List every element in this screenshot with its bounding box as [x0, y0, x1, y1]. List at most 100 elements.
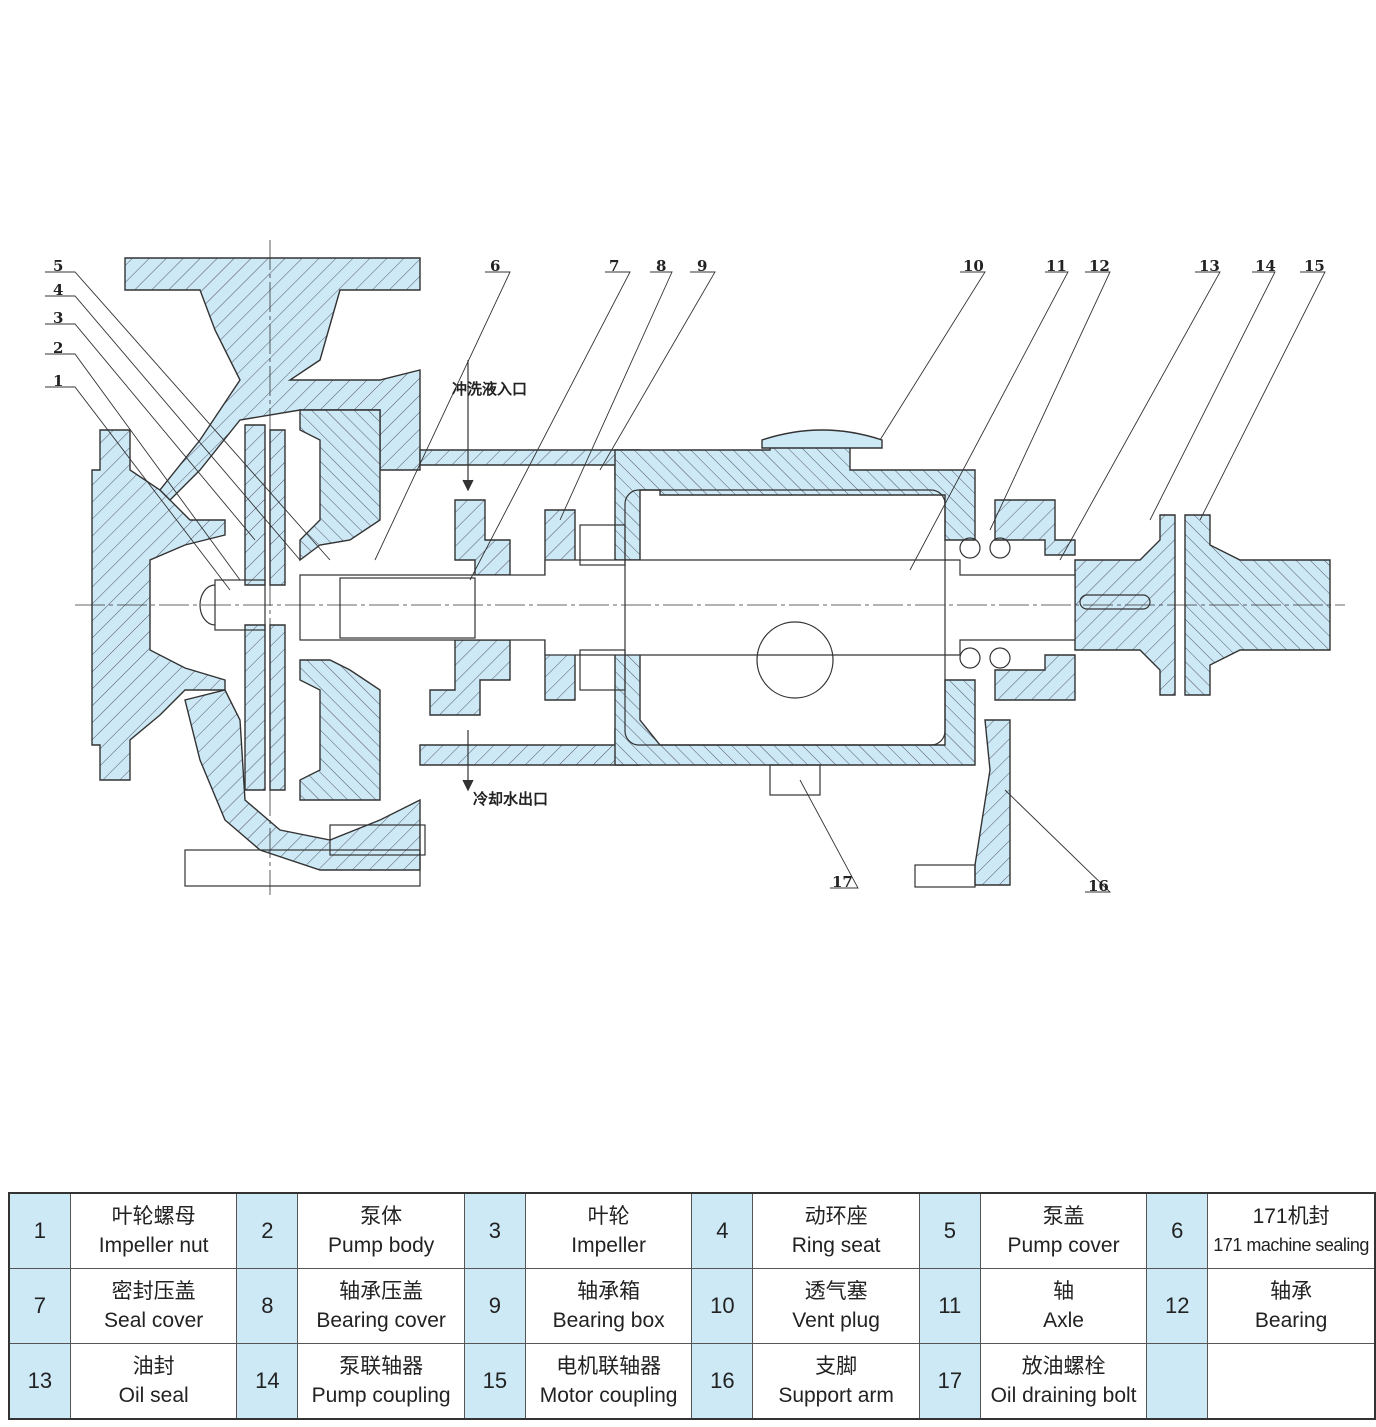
part-name-en: Impeller: [571, 1234, 646, 1257]
part-name: 轴承 Bearing: [1207, 1268, 1376, 1344]
part-number: 16: [691, 1343, 754, 1420]
callout-13: 13: [1199, 257, 1220, 275]
mechanical-seal: [339, 577, 476, 639]
support-arm: [974, 719, 1011, 886]
callout-15: 15: [1304, 257, 1325, 275]
callout-14: 14: [1255, 257, 1276, 275]
part-name: 密封压盖 Seal cover: [69, 1268, 238, 1344]
bearing-cover-right: [994, 499, 1076, 701]
part-number: 1: [8, 1192, 71, 1269]
part-name-en: Motor coupling: [539, 1384, 678, 1407]
callout-11: 11: [1046, 257, 1067, 275]
part-name-en: Oil seal: [118, 1384, 189, 1407]
part-name-cn: 叶轮螺母: [111, 1205, 196, 1228]
part-number: 6: [1146, 1192, 1209, 1269]
callout-10: 10: [963, 257, 984, 275]
part-name-cn: 电机联轴器: [556, 1355, 662, 1378]
part-number: 14: [236, 1343, 299, 1420]
callout-7: 7: [609, 257, 619, 275]
callout-2: 2: [53, 339, 63, 357]
part-name-cn: 支脚: [815, 1355, 858, 1378]
part-number: 7: [8, 1268, 71, 1344]
flush-inlet-arrowhead: [462, 479, 474, 492]
part-name-en: Ring seat: [791, 1234, 881, 1257]
callout-8: 8: [656, 257, 666, 275]
part-name-cn: 泵体: [360, 1205, 403, 1228]
part-number: 13: [8, 1343, 71, 1420]
callout-17: 17: [832, 873, 853, 891]
part-name-cn: 轴: [1053, 1280, 1075, 1303]
callout-6: 6: [490, 257, 500, 275]
part-number: [1146, 1343, 1209, 1420]
seal-cover-lower: [429, 639, 511, 716]
pump-cover: [299, 409, 381, 562]
part-number: 10: [691, 1268, 754, 1344]
part-name-cn: 动环座: [804, 1205, 868, 1228]
part-name-en: Vent plug: [792, 1309, 880, 1332]
flush-inlet-note: 冲洗液入口: [452, 380, 527, 398]
pump-body-inlet: [91, 429, 226, 781]
bearing-ball: [959, 647, 981, 669]
callout-16: 16: [1088, 877, 1109, 895]
pump-section-drawing: 5 4 3 2 1 6 7 8 9 10 11 12 13 14 15 16 1…: [45, 240, 1345, 895]
bearing-ball: [989, 537, 1011, 559]
part-name-en: Support arm: [778, 1384, 894, 1407]
part-name: 支脚 Support arm: [752, 1343, 920, 1420]
part-name: 叶轮 Impeller: [524, 1192, 693, 1269]
part-name: 171机封 171 machine sealing: [1207, 1192, 1376, 1269]
part-name-cn: 轴承: [1270, 1280, 1313, 1303]
part-number: 8: [236, 1268, 299, 1344]
bearing-ball: [989, 647, 1011, 669]
part-name-cn: 叶轮: [587, 1205, 630, 1228]
bearing-ball: [959, 537, 981, 559]
part-name-cn: 轴承压盖: [339, 1280, 424, 1303]
part-name: 电机联轴器 Motor coupling: [524, 1343, 693, 1420]
callout-labels: 5 4 3 2 1 6 7 8 9 10 11 12 13 14 15 16 1…: [53, 257, 1325, 895]
part-name-en: 171 machine sealing: [1213, 1235, 1369, 1255]
impeller-nut-cap: [199, 584, 216, 626]
part-name-en: Bearing: [1254, 1309, 1328, 1332]
part-number: 2: [236, 1192, 299, 1269]
oil-chamber: [624, 489, 946, 746]
roller-bearing: [579, 649, 626, 691]
callout-5: 5: [53, 257, 63, 275]
oil-draining-bolt: [769, 764, 821, 796]
part-name: 动环座 Ring seat: [752, 1192, 920, 1269]
callout-1: 1: [53, 372, 63, 390]
vent-plug: [761, 429, 883, 449]
seal-cover: [454, 499, 511, 576]
cooling-outlet-note: 冷却水出口: [473, 790, 548, 808]
leader-lines: [45, 271, 1326, 893]
part-name-cn: 放油螺栓: [1021, 1355, 1106, 1378]
part-name-cn: 轴承箱: [577, 1280, 641, 1303]
part-name-cn: 油封: [132, 1355, 175, 1378]
part-name: 油封 Oil seal: [69, 1343, 238, 1420]
part-name-en: Seal cover: [104, 1309, 204, 1332]
cooling-outlet-arrowhead: [462, 779, 474, 792]
roller-bearing: [579, 524, 626, 566]
part-number: 3: [463, 1192, 526, 1269]
part-number: 4: [691, 1192, 754, 1269]
support-foot: [914, 864, 976, 888]
foot-bolt: [329, 824, 426, 856]
part-number: 5: [918, 1192, 981, 1269]
callout-9: 9: [697, 257, 707, 275]
bracket-bottom: [419, 729, 641, 766]
part-name-cn: 密封压盖: [111, 1280, 196, 1303]
part-name-cn: 171机封: [1252, 1205, 1330, 1228]
pump-foot: [184, 849, 421, 887]
bearing-box-lower: [614, 649, 976, 766]
